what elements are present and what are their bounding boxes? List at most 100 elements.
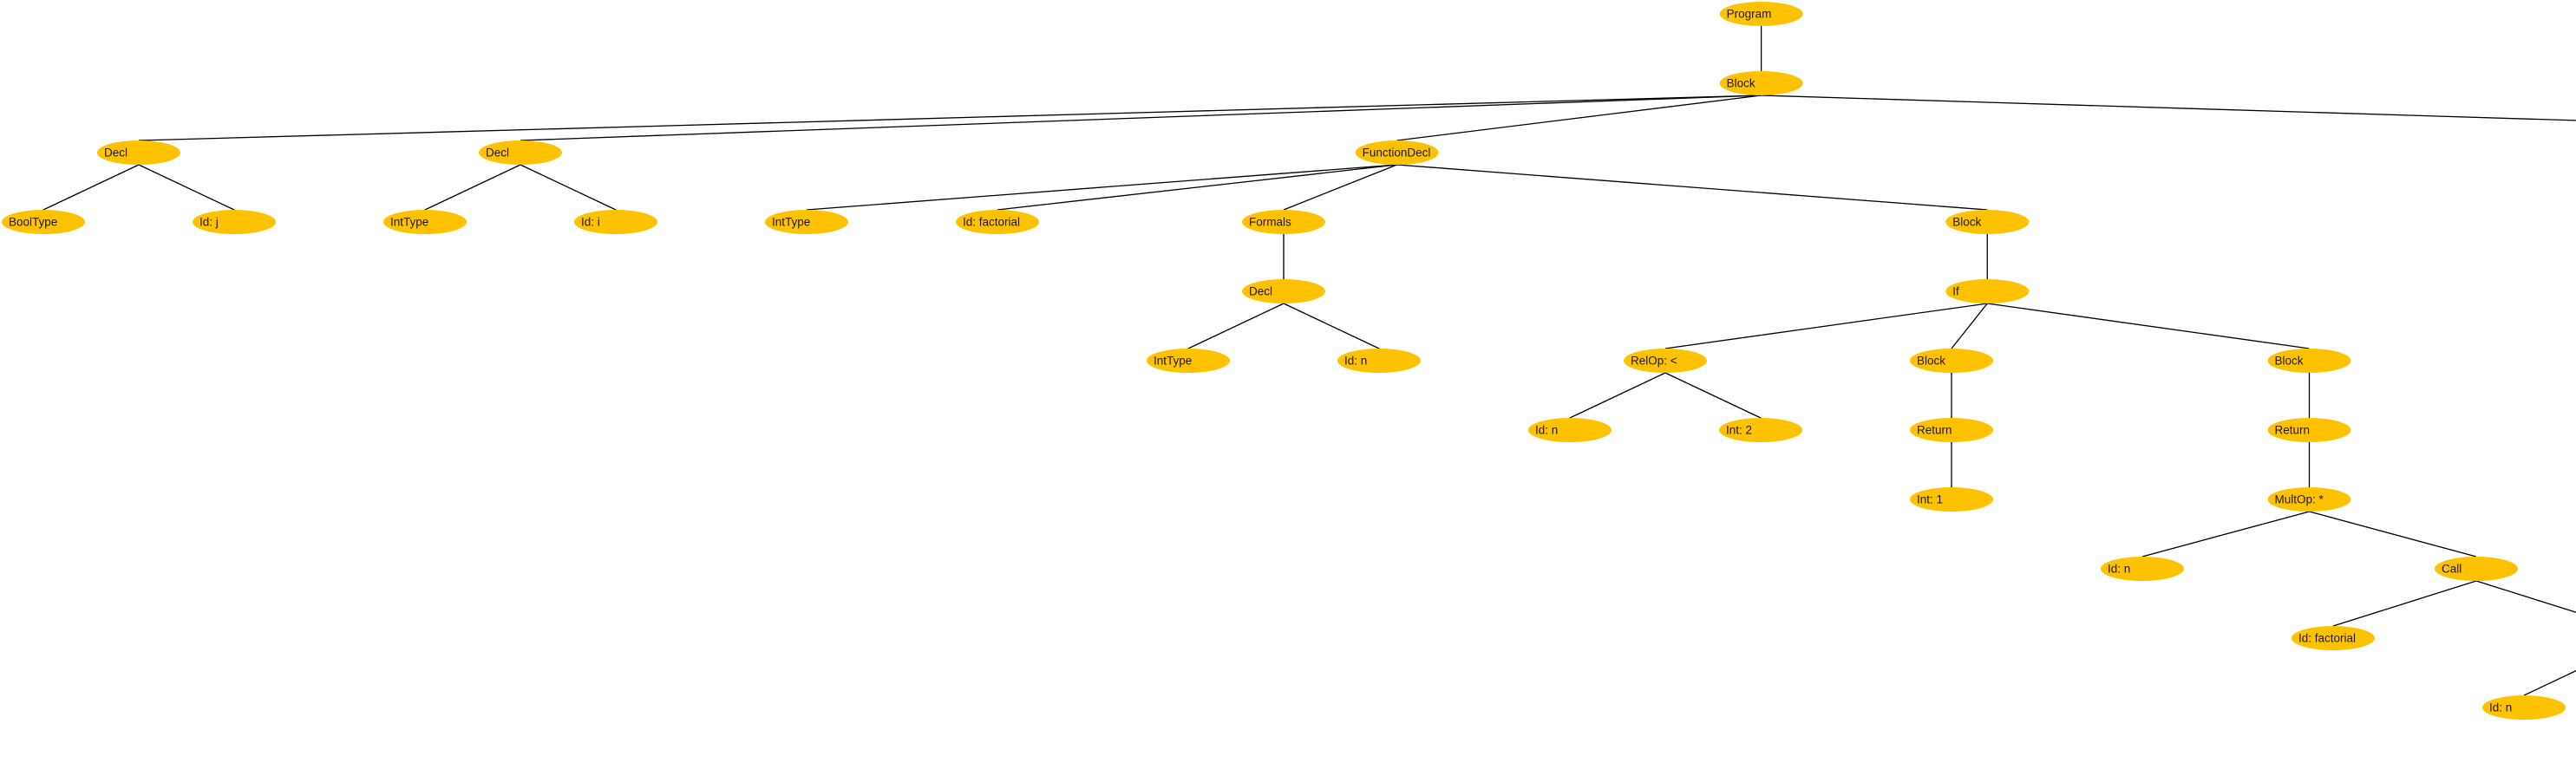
- node-ellipse: [383, 210, 467, 234]
- node-label: Block: [1917, 355, 1945, 368]
- tree-edge: [1283, 164, 1397, 211]
- node-label: Call: [2442, 563, 2462, 576]
- node-ellipse: [956, 210, 1039, 234]
- node-ellipse: [193, 210, 276, 234]
- tree-edge: [2141, 511, 2310, 558]
- tree-edge: [2332, 580, 2477, 627]
- node-label: Block: [1952, 216, 1981, 229]
- node-ellipse: [2482, 695, 2566, 720]
- tree-edge: [1761, 95, 2576, 121]
- node-ellipse: [1910, 487, 1993, 512]
- node-label: FunctionDecl: [1363, 147, 1431, 160]
- tree-edge: [1187, 303, 1285, 349]
- node-label: Decl: [1249, 285, 1272, 298]
- tree-node-block: Block: [2267, 349, 2351, 373]
- node-label: Return: [2275, 424, 2311, 437]
- tree-node-return: Return: [1910, 418, 1993, 442]
- tree-edge: [138, 164, 235, 211]
- tree-node-formals: Formals: [1242, 210, 1325, 234]
- node-label: IntType: [1154, 355, 1192, 368]
- node-label: Formals: [1249, 216, 1291, 229]
- tree-edge: [424, 164, 521, 211]
- tree-node-functiondecl: FunctionDecl: [1355, 140, 1439, 165]
- tree-node-int-2: Int: 2: [1719, 418, 1802, 442]
- tree-edge: [997, 164, 1397, 211]
- node-ellipse: [2267, 349, 2351, 373]
- tree-node-decl: Decl: [1242, 279, 1325, 303]
- node-label: Id: n: [2108, 563, 2130, 576]
- tree-node-id-factorial: Id: factorial: [956, 210, 1039, 234]
- node-ellipse: [1624, 349, 1707, 373]
- tree-node-id-n: Id: n: [2482, 695, 2566, 720]
- node-ellipse: [2, 210, 85, 234]
- node-ellipse: [1355, 140, 1439, 165]
- tree-node-booltype: BoolType: [2, 210, 85, 234]
- node-label: Return: [1917, 424, 1952, 437]
- node-label: RelOp: <: [1631, 355, 1677, 368]
- node-ellipse: [1945, 210, 2030, 234]
- tree-node-block: Block: [1719, 71, 1803, 95]
- node-ellipse: [1719, 418, 1802, 442]
- node-ellipse: [574, 210, 657, 234]
- node-ellipse: [2101, 557, 2184, 581]
- tree-node-id-j: Id: j: [193, 210, 276, 234]
- node-label: IntType: [772, 216, 810, 229]
- node-label: MultOp: *: [2275, 493, 2324, 506]
- tree-node-decl: Decl: [479, 140, 562, 165]
- node-label: Int: 2: [1726, 424, 1752, 437]
- node-label: Id: n: [1535, 424, 1558, 437]
- tree-node-id-n: Id: n: [2101, 557, 2184, 581]
- tree-edge: [1569, 372, 1666, 419]
- node-ellipse: [1945, 279, 2030, 303]
- node-label: Id: j: [199, 216, 219, 229]
- node-label: Id: factorial: [2298, 632, 2356, 645]
- node-label: Id: factorial: [963, 216, 1020, 229]
- node-label: Decl: [104, 147, 127, 160]
- node-ellipse: [765, 210, 848, 234]
- tree-edge: [1987, 303, 2310, 349]
- node-label: Id: n: [2489, 701, 2512, 714]
- node-ellipse: [97, 140, 180, 165]
- tree-edge: [1664, 372, 1762, 419]
- node-ellipse: [2435, 557, 2518, 581]
- tree-node-decl: Decl: [97, 140, 180, 165]
- tree-edge: [1396, 164, 1988, 211]
- node-ellipse: [1719, 71, 1803, 95]
- tree-node-id-n: Id: n: [1528, 418, 1612, 442]
- node-label: Block: [1727, 77, 1755, 90]
- node-label: Int: 1: [1917, 493, 1943, 506]
- node-ellipse: [1337, 349, 1421, 373]
- tree-node-inttype: IntType: [1147, 349, 1230, 373]
- tree-node-block: Block: [1910, 349, 1993, 373]
- tree-edge: [1396, 95, 1762, 141]
- tree-node-inttype: IntType: [765, 210, 848, 234]
- node-label: Id: i: [581, 216, 600, 229]
- tree-edge: [2309, 511, 2477, 558]
- node-ellipse: [2267, 487, 2351, 512]
- node-label: Program: [1727, 8, 1772, 21]
- node-label: Id: n: [1344, 355, 1367, 368]
- tree-node-call: Call: [2435, 557, 2518, 581]
- tree-edge: [1283, 303, 1380, 349]
- tree-node-return: Return: [2267, 418, 2351, 442]
- tree-node-multop: MultOp: *: [2267, 487, 2351, 512]
- node-ellipse: [1910, 349, 1993, 373]
- tree-node-id-factorial: Id: factorial: [2292, 626, 2375, 650]
- node-label: If: [1952, 285, 1959, 298]
- tree-edge: [1951, 303, 1988, 349]
- tree-node-id-i: Id: i: [574, 210, 657, 234]
- node-label: Decl: [486, 147, 509, 160]
- node-ellipse: [1147, 349, 1230, 373]
- node-ellipse: [479, 140, 562, 165]
- node-ellipse: [1242, 279, 1325, 303]
- tree-edge: [520, 95, 1762, 141]
- node-ellipse: [2267, 418, 2351, 442]
- tree-edge: [138, 95, 1762, 141]
- tree-node-inttype: IntType: [383, 210, 467, 234]
- node-label: IntType: [390, 216, 428, 229]
- node-ellipse: [1910, 418, 1993, 442]
- tree-edge: [806, 164, 1397, 211]
- tree-edge: [2523, 669, 2576, 696]
- tree-edge: [1664, 303, 1988, 349]
